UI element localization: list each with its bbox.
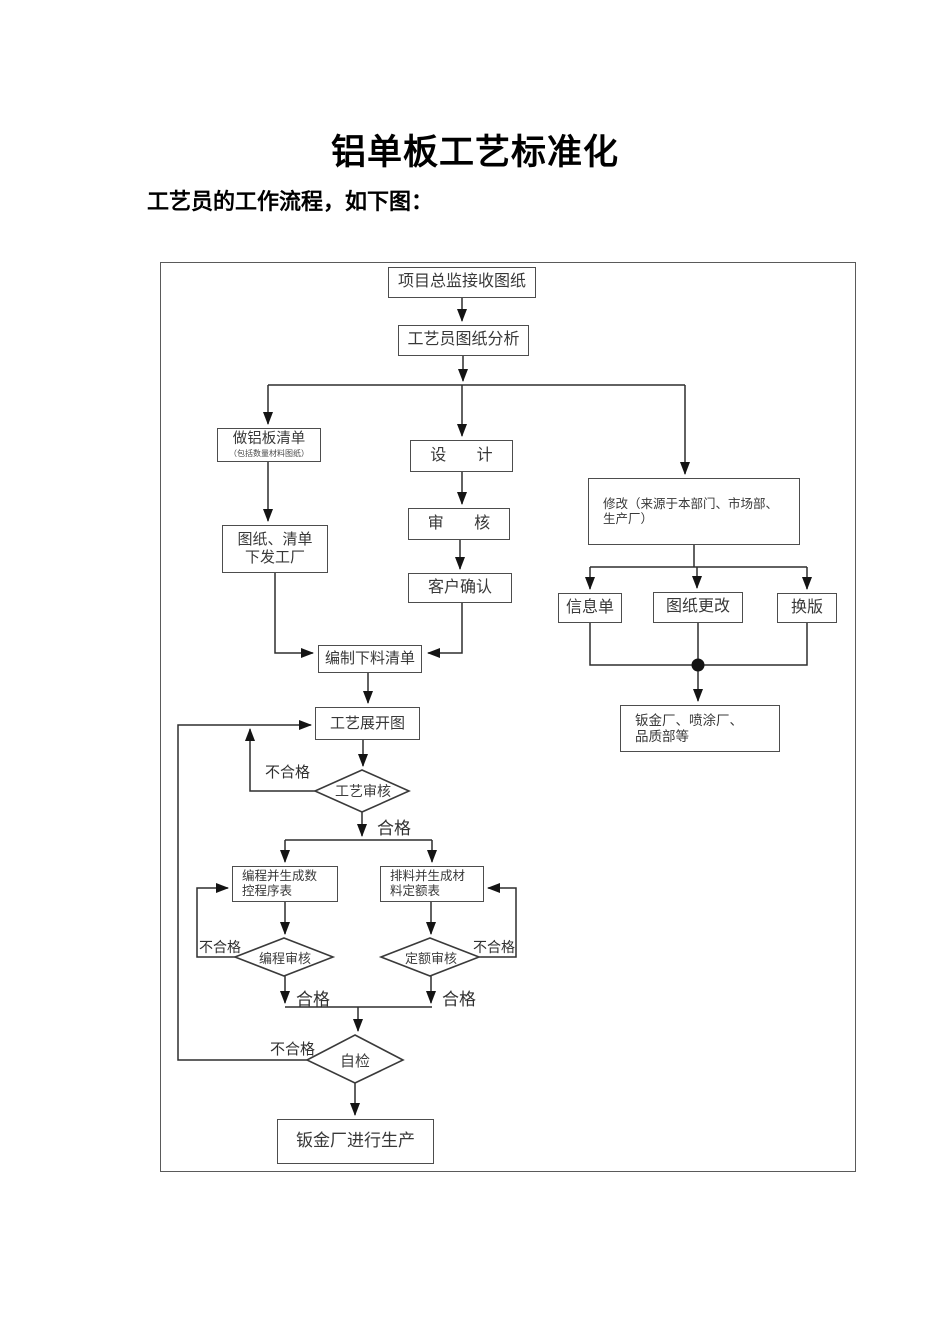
label-fail-self-check: 不合格 bbox=[270, 1041, 316, 1058]
node-version-change: 换版 bbox=[777, 593, 837, 623]
label-fail-process-review: 不合格 bbox=[265, 764, 311, 781]
node-project-director-receives-drawings: 项目总监接收图纸 bbox=[388, 267, 536, 298]
page-title: 铝单板工艺标准化 bbox=[330, 133, 619, 172]
connector-fail-loop bbox=[245, 728, 315, 792]
node-make-aluminum-panel-list-label: 做铝板清单 bbox=[232, 431, 306, 448]
junction-dot bbox=[691, 658, 705, 672]
connector-fail-loop bbox=[177, 720, 312, 1061]
diamond-quota-review-label: 定额审核 bbox=[404, 950, 457, 966]
diamond-process-review-label: 工艺审核 bbox=[335, 783, 391, 799]
label-pass-programming-review: 合格 bbox=[296, 990, 330, 1009]
node-review: 审核 bbox=[408, 508, 510, 540]
diamond-self-check bbox=[305, 1034, 405, 1084]
node-nesting-material-quota: 排料并生成材 料定额表 bbox=[380, 866, 484, 902]
node-modify-sources: 修改（来源于本部门、市场部、 生产厂） bbox=[588, 478, 800, 545]
diamond-quota-review bbox=[378, 937, 482, 977]
diamond-programming-review-label: 编程审核 bbox=[258, 950, 311, 966]
node-review-label: 审核 bbox=[427, 514, 521, 532]
node-programming-cnc-table: 编程并生成数 控程序表 bbox=[232, 866, 338, 902]
diamond-self-check-label: 自检 bbox=[339, 1052, 370, 1070]
node-drawing-change: 图纸更改 bbox=[653, 592, 743, 623]
label-pass-quota-review: 合格 bbox=[442, 990, 476, 1009]
node-production: 钣金厂进行生产 bbox=[277, 1119, 434, 1164]
node-customer-confirmation: 客户确认 bbox=[408, 573, 512, 603]
node-factories-etc: 钣金厂、喷涂厂、 品质部等 bbox=[620, 705, 780, 752]
node-process-engineer-drawing-analysis: 工艺员图纸分析 bbox=[398, 325, 529, 356]
diamond-programming-review bbox=[232, 937, 336, 977]
connector-fail-loop bbox=[479, 883, 517, 958]
node-prepare-cutting-list: 编制下料清单 bbox=[318, 645, 422, 673]
label-pass-process-review: 合格 bbox=[377, 819, 411, 838]
connector bbox=[589, 623, 698, 666]
page-subtitle: 工艺员的工作流程，如下图： bbox=[147, 189, 434, 214]
connector-fail-loop bbox=[196, 883, 235, 958]
connector bbox=[427, 603, 463, 658]
label-fail-programming-review: 不合格 bbox=[199, 939, 241, 955]
diamond-process-review bbox=[313, 769, 411, 813]
label-fail-quota-review: 不合格 bbox=[473, 939, 515, 955]
connector bbox=[698, 623, 808, 666]
node-information-sheet: 信息单 bbox=[558, 593, 622, 623]
connector bbox=[274, 573, 314, 658]
node-design-label: 设计 bbox=[430, 446, 524, 464]
node-make-aluminum-panel-list: 做铝板清单 （包括数量材料图纸） bbox=[217, 428, 321, 462]
node-issue-to-factory: 图纸、清单 下发工厂 bbox=[222, 525, 328, 573]
node-process-unfold-drawing: 工艺展开图 bbox=[315, 707, 420, 740]
node-design: 设计 bbox=[410, 440, 513, 472]
node-make-aluminum-panel-list-note: （包括数量材料图纸） bbox=[229, 449, 309, 459]
